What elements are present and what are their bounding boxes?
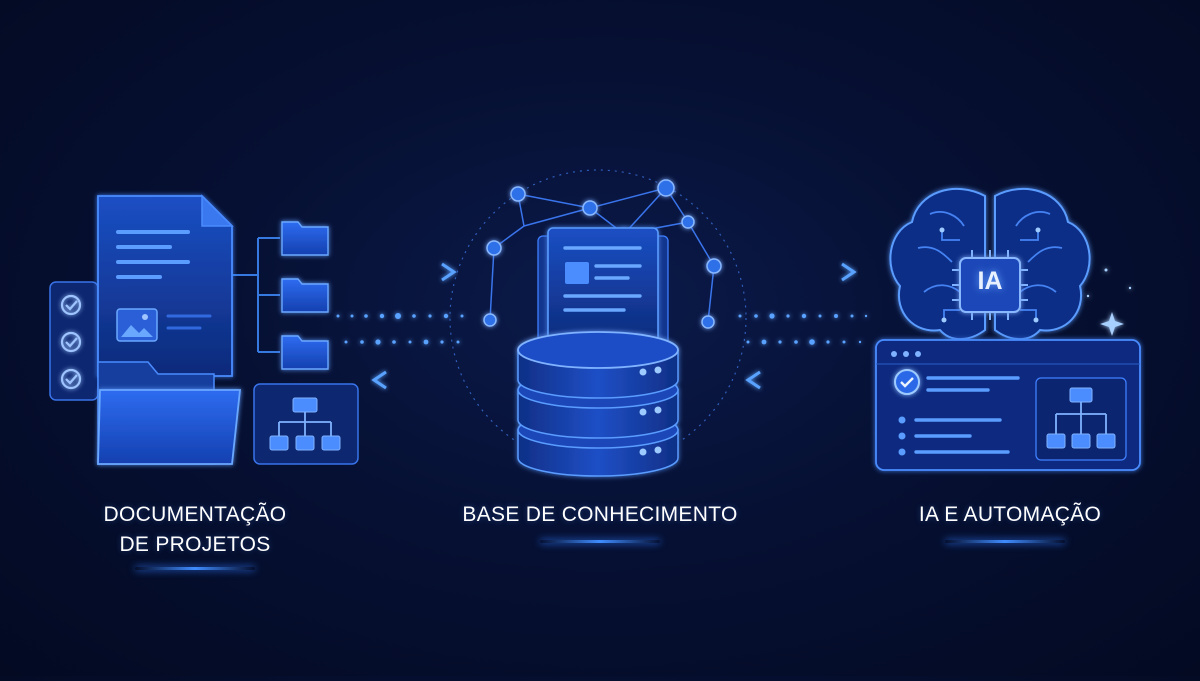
chip-label: IA [977,267,1003,295]
check-circle-icon [894,369,920,395]
underline-knowledge-base [540,540,660,543]
document-icon [97,194,234,377]
checklist-icon [49,281,99,401]
database-icon [517,331,679,477]
section-label-line: DOCUMENTAÇÃO [103,503,287,526]
document-icon [537,227,669,347]
underline-documentation [135,567,255,570]
sitemap-icon [253,383,359,465]
folder-icon [97,361,242,465]
folder-icon [281,221,329,370]
connector-right [738,262,868,390]
image-icon [116,308,158,342]
dashboard-window-icon [875,339,1141,471]
section-label-knowledge-base: BASE DE CONHECIMENTO [462,503,738,526]
section-label-documentation: DOCUMENTAÇÃO DE PROJETOS [80,500,310,560]
underline-ai-automation [945,540,1065,543]
knowledge-base-cluster [449,169,747,477]
section-label-line: DE PROJETOS [119,533,271,556]
sitemap-icon [1035,377,1127,461]
section-label-ai-automation: IA E AUTOMAÇÃO [918,503,1102,526]
ai-automation-cluster [875,187,1141,471]
chip-icon [952,250,1028,320]
connector-left [336,262,470,390]
documentation-cluster [49,194,359,465]
